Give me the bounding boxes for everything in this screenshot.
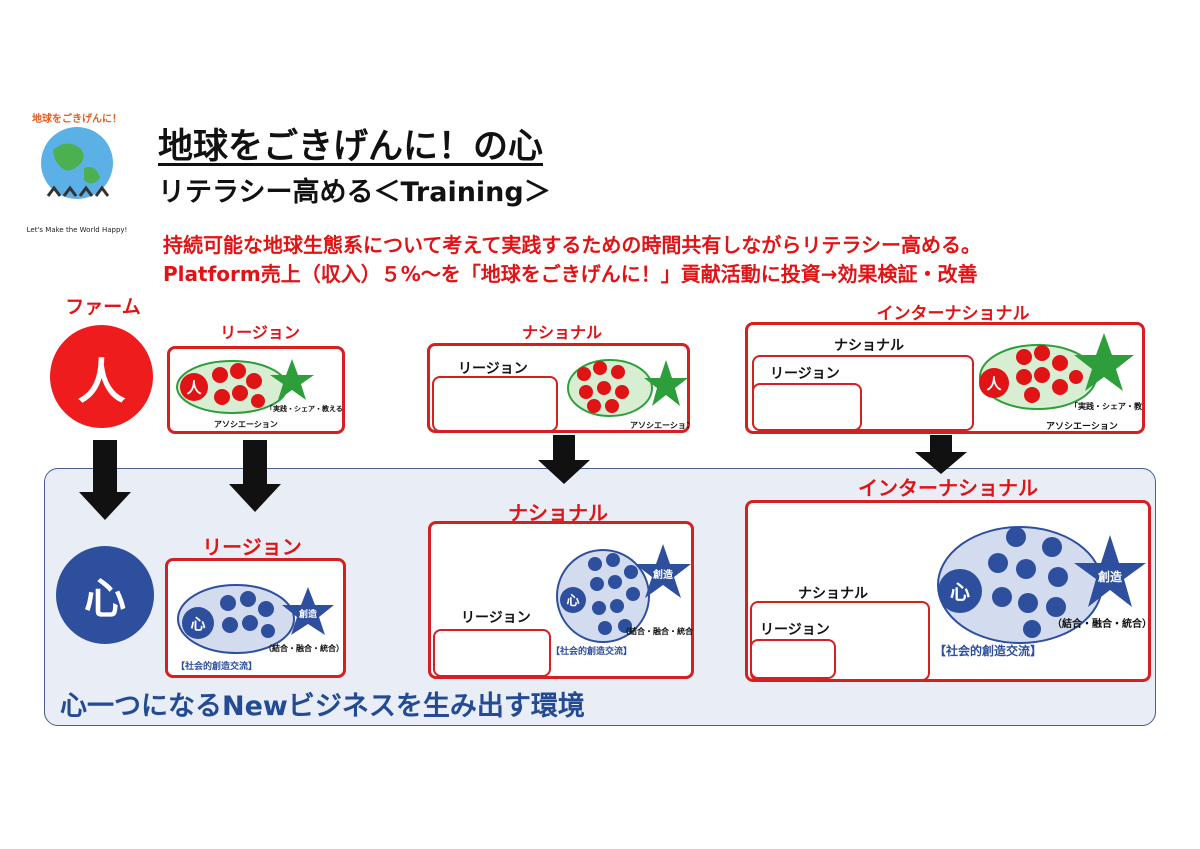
intl-association-text: アソシエーション (1046, 421, 1118, 432)
intl-association-graphic: 人 「実践・シェア・教える」 アソシエーション (979, 333, 1142, 432)
intl-person-mini: 人 (986, 375, 1002, 393)
bottom-intl-inner-region-label: リージョン (760, 622, 830, 638)
bottom-national-inner-region-box (433, 629, 551, 677)
top-national-inner-region-box (432, 376, 558, 432)
intl-social-creation-graphic: 心 創造 （結合・融合・統合） 【社会的創造交流】 (934, 526, 1148, 658)
farm-person-circle: 人 (50, 325, 153, 428)
social-creation-graphic: 心 創造 （結合・融合・統合） 【社会的創造交流】 (176, 584, 343, 672)
farm-label: ファーム (65, 296, 141, 318)
description-line-2: Platform売上（収入）５%～を「地球をごきげんに！」貢献活動に投資→効果検… (163, 262, 978, 286)
national-creation-text: 創造 (652, 568, 674, 581)
top-national-label: ナショナル (521, 323, 602, 342)
national-heart-mini: 心 (566, 594, 579, 609)
top-national-inner-region-label: リージョン (458, 361, 528, 377)
page-title: 地球をごきげんに！の心 (158, 127, 544, 167)
person-mini: 人 (186, 379, 202, 397)
top-region-label: リージョン (220, 323, 300, 342)
top-intl-inner-national-label: ナショナル (834, 338, 904, 354)
person-char: 人 (77, 353, 126, 410)
association-text: アソシエーション (214, 420, 278, 429)
heart-mini: 心 (190, 615, 205, 633)
bottom-international-box: ナショナル リージョン 心 創造 （結合・融合・統合） 【社会的創造交流】 (745, 500, 1151, 682)
intl-creation-text: 創造 (1097, 569, 1123, 584)
top-intl-inner-region-box (752, 383, 862, 431)
national-social-text: 【社会的創造交流】 (551, 645, 632, 657)
logo: 地球をごきげんに！ Let's Make the World Happy! (18, 108, 136, 238)
association-graphic: 人 「実践・シェア・教える」 アソシエーション (176, 359, 342, 429)
intl-combine-text: （結合・融合・統合） (1052, 617, 1148, 630)
intl-heart-mini: 心 (950, 580, 970, 604)
bottom-intl-inner-national-box: リージョン (750, 601, 930, 681)
bottom-intl-inner-region-box (750, 639, 836, 679)
national-association-graphic: アソシエーション (567, 359, 689, 430)
combine-text: （結合・融合・統合） (264, 643, 343, 653)
logo-graphic: 地球をごきげんに！ Let's Make the World Happy! (27, 112, 128, 234)
description-line-1: 持続可能な地球生態系について考えて実践するための時間共有しながらリテラシー高める… (163, 233, 981, 257)
creation-text: 創造 (298, 608, 318, 620)
intl-social-text: 【社会的創造交流】 (934, 643, 1042, 658)
logo-tagline: Let's Make the World Happy! (27, 226, 128, 234)
page-subtitle: リテラシー高める＜Training＞ (158, 177, 551, 208)
bottom-region-box: 心 創造 （結合・融合・統合） 【社会的創造交流】 (165, 558, 346, 678)
bottom-national-inner-region-label: リージョン (461, 610, 531, 626)
environment-caption: 心一つになるNewビジネスを生み出す環境 (60, 691, 585, 722)
top-region-box: 人 「実践・シェア・教える」 アソシエーション (167, 346, 345, 434)
top-intl-inner-national-box: リージョン (752, 355, 974, 431)
top-national-box: リージョン アソシエーション (427, 343, 690, 433)
social-text: 【社会的創造交流】 (176, 660, 257, 672)
logo-arc-text: 地球をごきげんに！ (32, 112, 122, 125)
national-social-creation-graphic: 心 創造 （結合・融合・統合） 【社会的創造交流】 (551, 544, 693, 657)
national-combine-text: （結合・融合・統合） (621, 626, 693, 636)
bottom-region-label: リージョン (202, 535, 302, 559)
bottom-intl-inner-national-label: ナショナル (798, 586, 868, 602)
national-association-text: アソシエーション (630, 421, 689, 430)
top-intl-inner-region-label: リージョン (770, 366, 840, 382)
heart-char: 心 (83, 573, 126, 623)
intl-practice-text: 「実践・シェア・教える」 (1070, 401, 1142, 411)
top-international-box: ナショナル リージョン 人 「実践・シェア・教える」 アソシエーション (745, 322, 1145, 434)
heart-circle: 心 (56, 546, 154, 644)
practice-text: 「実践・シェア・教える」 (266, 404, 342, 413)
bottom-international-label: インターナショナル (858, 476, 1038, 500)
bottom-national-box: リージョン 心 創造 （結合・融合・統合） 【社会的創造交流】 (428, 521, 694, 679)
top-international-label: インターナショナル (876, 304, 1030, 324)
